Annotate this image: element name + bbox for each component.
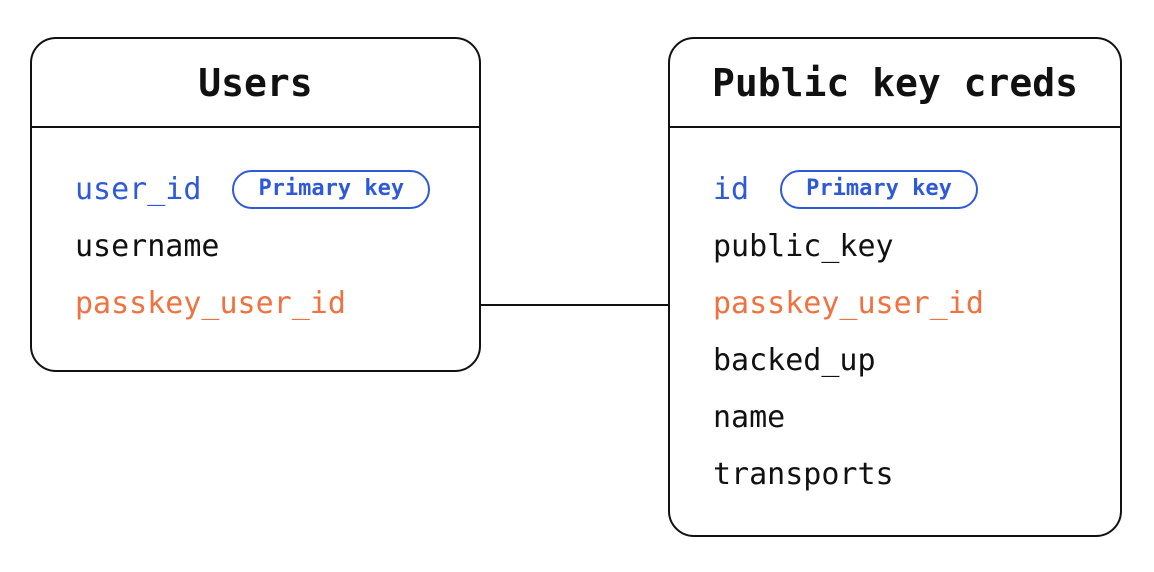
- field-row: backed_up: [713, 332, 1104, 389]
- field-row: transports: [713, 446, 1104, 503]
- field-row: public_key: [713, 218, 1104, 275]
- field-name: passkey_user_id: [713, 286, 984, 321]
- field-row: user_id Primary key: [75, 161, 463, 218]
- field-row: username: [75, 218, 463, 275]
- table-public-key-creds: Public key creds id Primary key public_key…: [668, 37, 1122, 537]
- field-name: transports: [713, 457, 894, 492]
- field-row: passkey_user_id: [75, 275, 463, 332]
- relationship-connector-line: [480, 304, 668, 306]
- field-name: public_key: [713, 229, 894, 264]
- field-name: name: [713, 400, 786, 435]
- field-row: name: [713, 389, 1104, 446]
- table-title: Users: [32, 39, 479, 128]
- field-name: username: [75, 229, 220, 264]
- field-name: user_id: [75, 172, 202, 207]
- field-row: passkey_user_id: [713, 275, 1104, 332]
- table-title: Public key creds: [670, 39, 1120, 128]
- primary-key-badge: Primary key: [780, 169, 978, 210]
- field-name: backed_up: [713, 343, 876, 378]
- field-row: id Primary key: [713, 161, 1104, 218]
- table-users: Users user_id Primary key username passkey_…: [30, 37, 481, 372]
- table-body: user_id Primary key username passkey_user_i…: [32, 128, 479, 332]
- field-name: id: [713, 172, 750, 207]
- field-name: passkey_user_id: [75, 286, 346, 321]
- primary-key-badge: Primary key: [232, 169, 431, 210]
